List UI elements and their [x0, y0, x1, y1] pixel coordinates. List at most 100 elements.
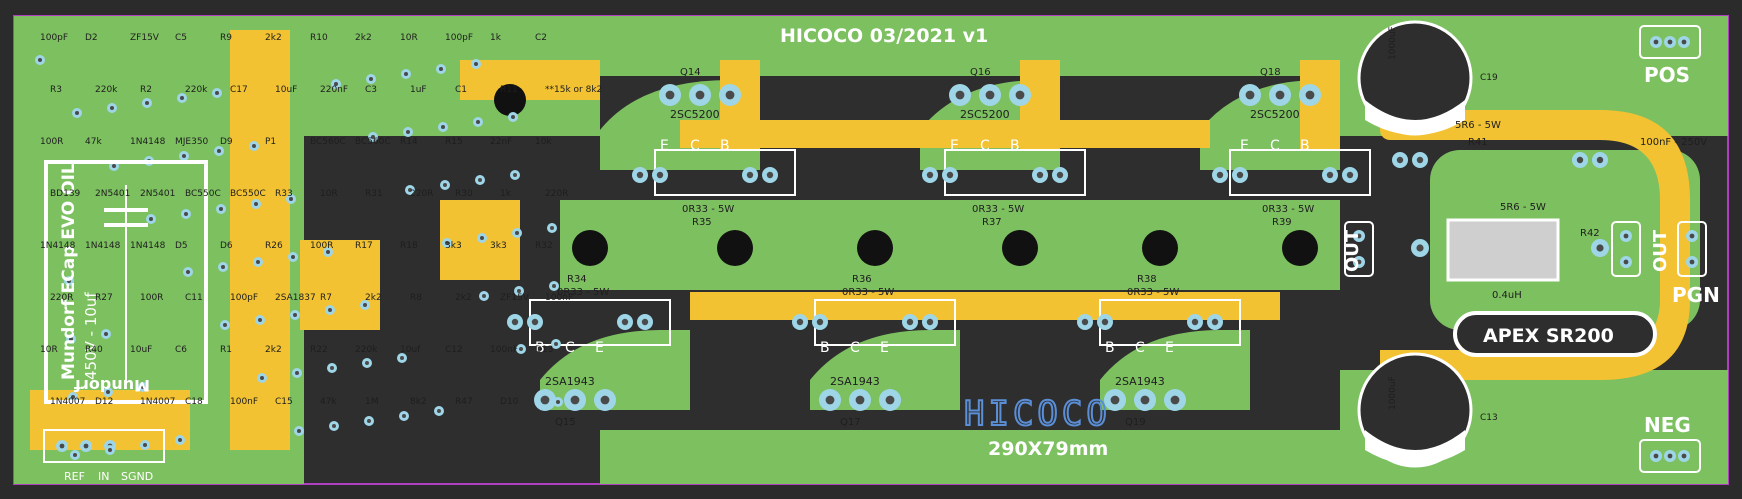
- pad-hole: [141, 385, 145, 389]
- coil-value: 0.4uH: [1492, 290, 1522, 301]
- small-label: R26: [265, 241, 283, 251]
- pin-letter: B: [535, 340, 545, 356]
- small-label: C5: [175, 33, 187, 43]
- cap-line1: Mundorf ECap EVO OIL: [59, 163, 79, 380]
- pad-hole: [985, 90, 995, 100]
- pad-hole: [256, 260, 260, 264]
- pad-hole: [825, 395, 835, 405]
- pad-hole: [402, 414, 406, 418]
- transistor-type: 2SA1943: [830, 375, 880, 388]
- pad-hole: [1356, 259, 1362, 265]
- resistor-ref: R38: [1137, 274, 1157, 285]
- small-label: R33: [275, 189, 293, 199]
- pad-hole: [1623, 259, 1629, 265]
- pad-hole: [83, 443, 89, 449]
- pad-hole: [515, 231, 519, 235]
- pad-hole: [223, 323, 227, 327]
- pad-hole: [1305, 90, 1315, 100]
- small-label: 220k: [355, 345, 378, 355]
- pad-hole: [365, 361, 369, 365]
- pad-hole: [946, 171, 954, 179]
- connectors: [43, 25, 1707, 473]
- pad-hole: [476, 120, 480, 124]
- small-label: 220nF: [320, 85, 348, 95]
- pad-hole: [408, 188, 412, 192]
- pad-hole: [641, 318, 649, 326]
- small-label: R3: [50, 85, 62, 95]
- pin-letter: B: [1010, 138, 1020, 154]
- pad-hole: [332, 424, 336, 428]
- r41-value: 5R6 - 5W: [1455, 120, 1501, 131]
- resistor-ref: R34: [567, 274, 587, 285]
- small-label: 220R: [410, 189, 433, 199]
- transistor-type: 2SC5200: [960, 108, 1010, 121]
- small-label: R17: [355, 241, 373, 251]
- small-label: 100nF: [490, 345, 518, 355]
- pad-hole: [1681, 39, 1687, 45]
- small-label: P1: [265, 137, 276, 147]
- pad-hole: [906, 318, 914, 326]
- small-label: 2k2: [365, 293, 382, 303]
- pad-hole: [552, 284, 556, 288]
- small-label: 10uf: [400, 345, 421, 355]
- transistor-ref: Q16: [970, 67, 991, 78]
- pad-hole: [221, 265, 225, 269]
- small-label: C17: [230, 85, 248, 95]
- small-label: 1N4007: [140, 397, 175, 407]
- c15-value: 100nF - 250V: [1640, 137, 1707, 148]
- coil-value-top: 5R6 - 5W: [1500, 202, 1546, 213]
- label-pgn: PGN: [1672, 283, 1720, 307]
- small-label: 220R: [50, 293, 73, 303]
- pin-letter: B: [720, 138, 730, 154]
- pad-hole: [746, 171, 754, 179]
- pad-hole: [297, 429, 301, 433]
- pad-hole: [695, 90, 705, 100]
- small-label: 2N5401: [140, 189, 175, 199]
- small-label: 10R: [320, 189, 338, 199]
- small-label: 220k: [95, 85, 118, 95]
- r41-ref: R41: [1468, 137, 1488, 148]
- small-label: 2k2: [455, 293, 472, 303]
- small-label: 220R: [545, 189, 568, 199]
- pin-letter: C: [1135, 340, 1145, 356]
- small-label: D13: [535, 345, 553, 355]
- pad-hole: [252, 144, 256, 148]
- pad-hole: [295, 371, 299, 375]
- pad-hole: [67, 279, 71, 283]
- pad-hole: [1689, 233, 1695, 239]
- small-label: R2: [140, 85, 152, 95]
- small-label: 1uF: [410, 85, 427, 95]
- small-label: 2N5401: [95, 189, 130, 199]
- pad-hole: [178, 438, 182, 442]
- small-label: 2k2: [265, 33, 282, 43]
- pad-hole: [1596, 156, 1604, 164]
- pin-letter: C: [690, 138, 700, 154]
- small-label: 220k: [185, 85, 208, 95]
- pad-hole: [1689, 259, 1695, 265]
- pad-hole: [254, 202, 258, 206]
- small-label: 22nF: [490, 137, 512, 147]
- pad-hole: [550, 226, 554, 230]
- pad-hole: [258, 318, 262, 322]
- resistor-value: 0R33 - 5W: [972, 204, 1024, 215]
- pin-letter: C: [980, 138, 990, 154]
- pin-letter: E: [1240, 138, 1249, 154]
- resistor-value: 0R33 - 5W: [1262, 204, 1314, 215]
- transistor-type: 2SA1943: [1115, 375, 1165, 388]
- pad-hole: [926, 318, 934, 326]
- pad-hole: [328, 308, 332, 312]
- pad-hole: [1667, 39, 1673, 45]
- pad-hole: [69, 337, 73, 341]
- small-label: 10uF: [275, 85, 297, 95]
- small-label: R31: [365, 189, 383, 199]
- pad-hole: [519, 347, 523, 351]
- pad-hole: [517, 289, 521, 293]
- small-label: 47k: [320, 397, 337, 407]
- pin-letter: C: [850, 340, 860, 356]
- small-label: D6: [220, 241, 233, 251]
- pin-letter: E: [880, 340, 889, 356]
- pad-hole: [482, 294, 486, 298]
- cap-brand: Mundorf: [73, 376, 150, 395]
